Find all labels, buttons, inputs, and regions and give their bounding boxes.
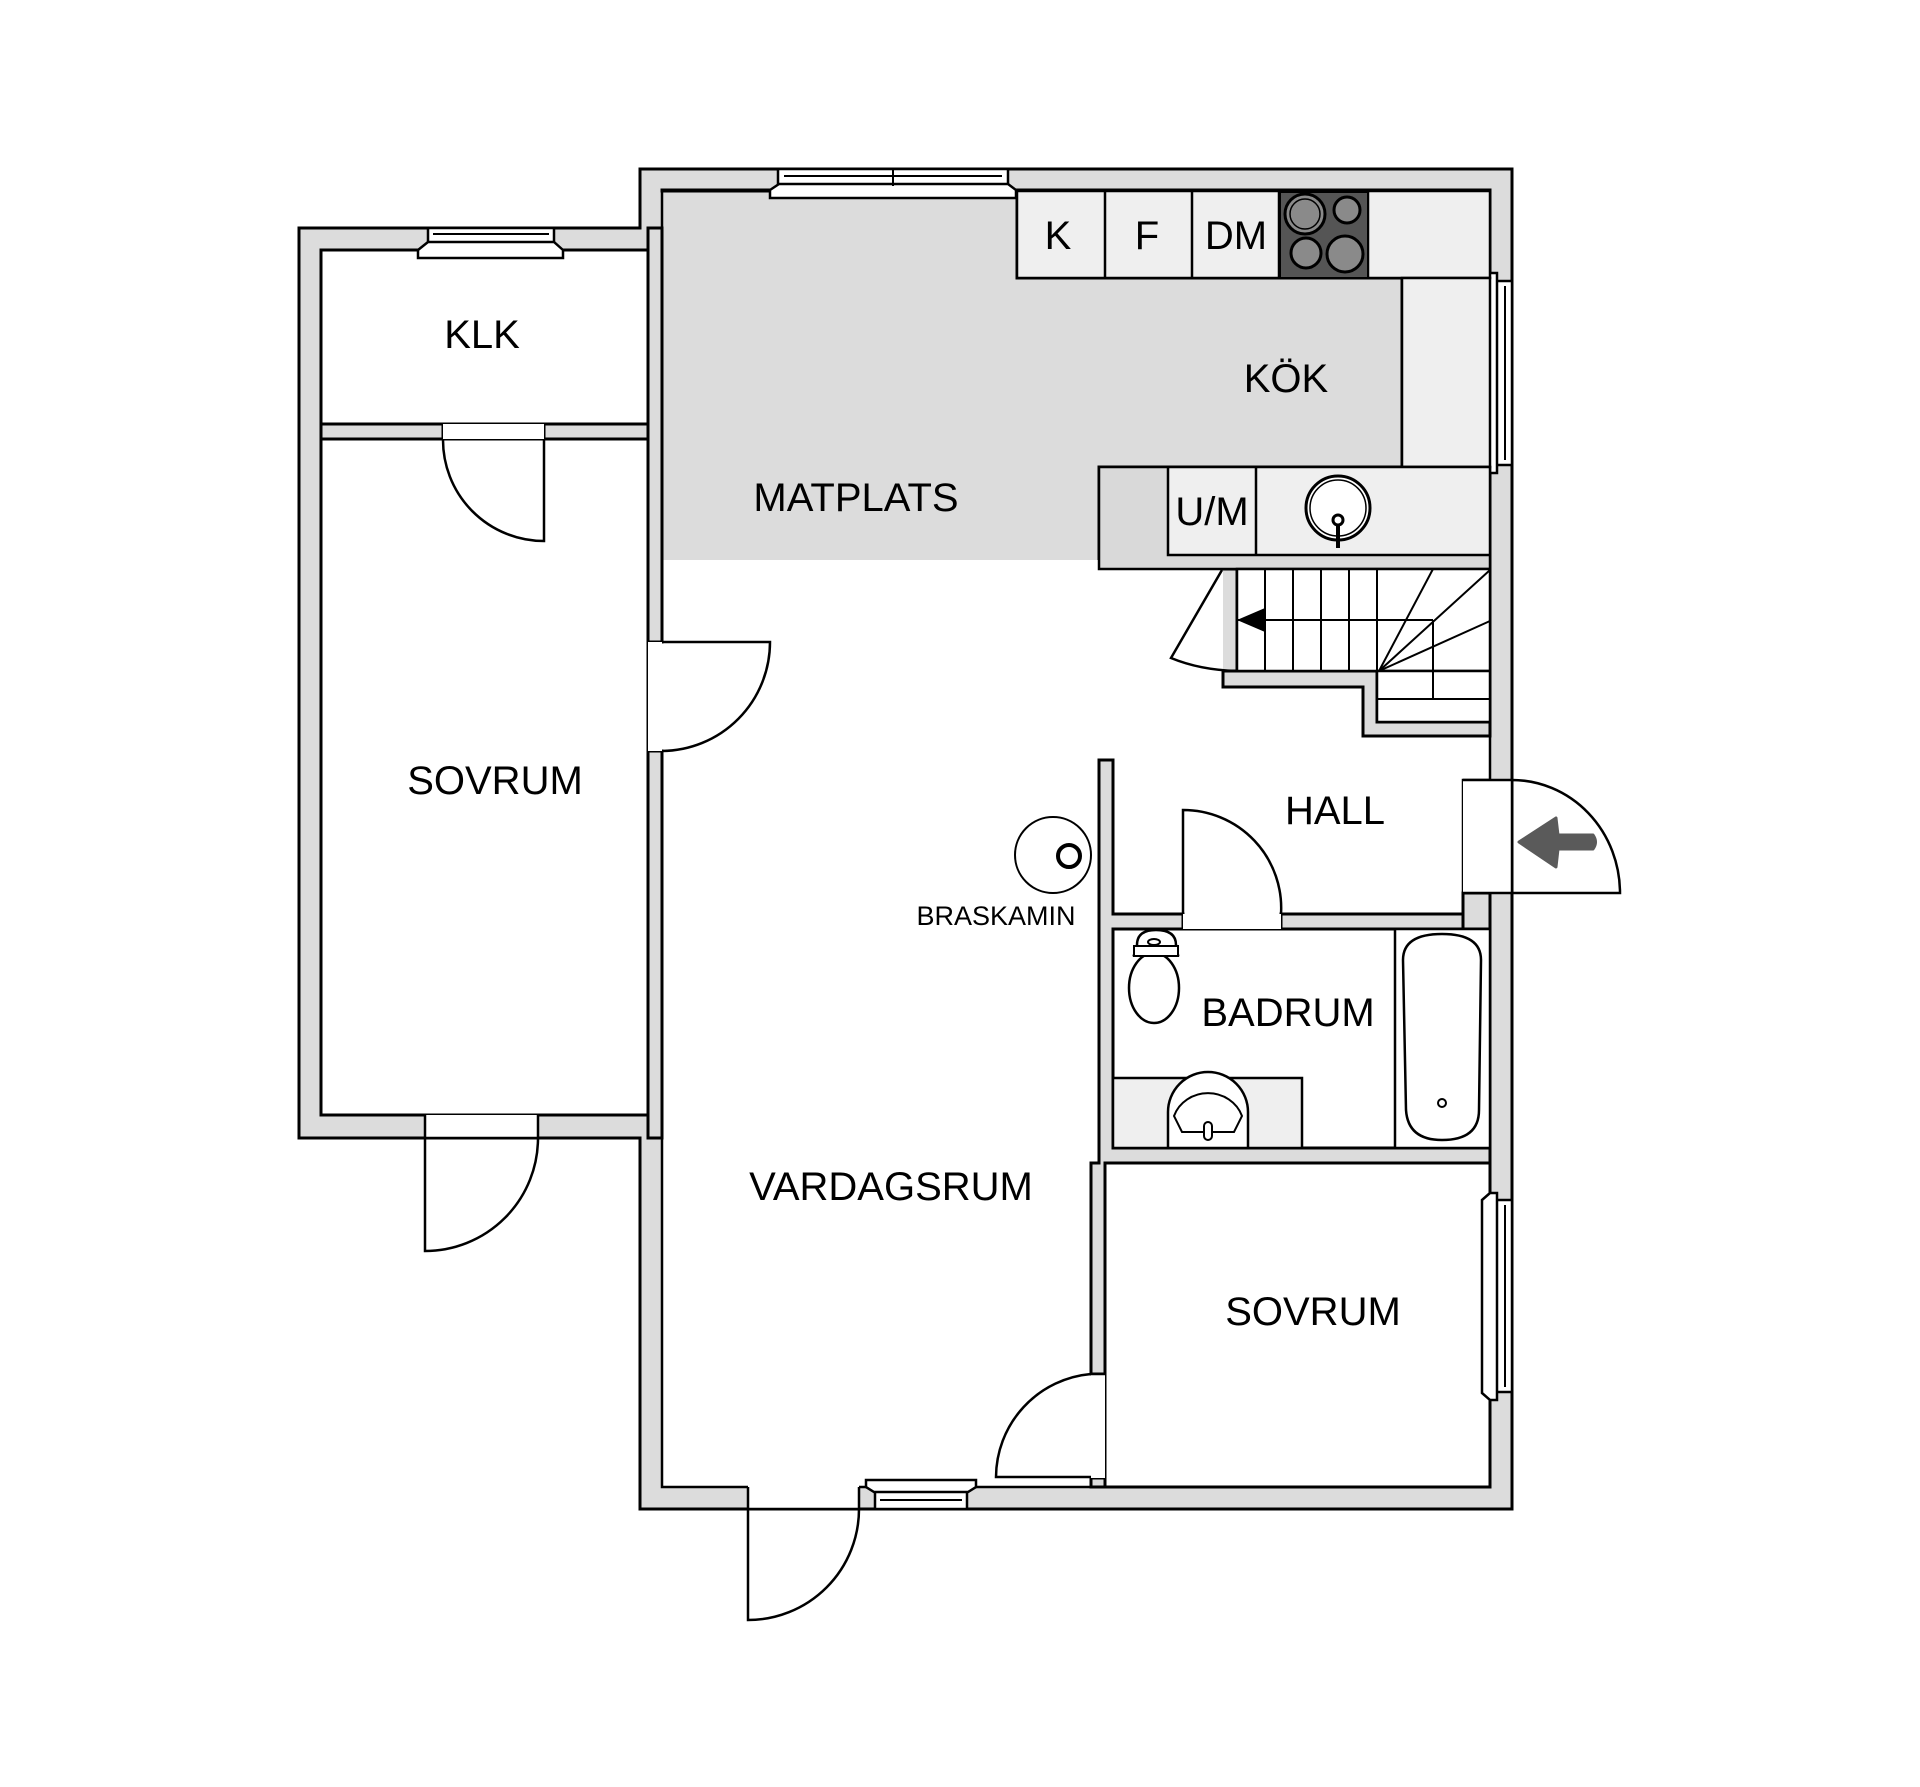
- bath-top-wall: [1279, 912, 1465, 931]
- left-wing-wall-b: [646, 749, 664, 1140]
- room-label-sovrum-right: SOVRUM: [1225, 1290, 1401, 1334]
- room-label-vardagsrum: VARDAGSRUM: [749, 1165, 1033, 1209]
- kitchen-island-counter: [1097, 465, 1492, 571]
- window-matplats: [768, 167, 1018, 200]
- klk-sovrum-wall-a: [319, 422, 445, 441]
- sink-icon: [1304, 474, 1372, 548]
- staircase: [1169, 567, 1492, 724]
- window-klk: [416, 226, 565, 260]
- stove-icon: [1279, 191, 1369, 279]
- room-label-hall: HALL: [1285, 789, 1385, 833]
- entrance-arrow-icon: [1517, 816, 1597, 869]
- room-hall: [1099, 560, 1490, 914]
- stair-direction-arrow-icon: [1237, 608, 1265, 632]
- door-entrance[interactable]: [1463, 778, 1622, 895]
- room-label-badrum: BADRUM: [1201, 991, 1374, 1035]
- window-vardagsrum: [864, 1478, 978, 1511]
- room-sovrum-right: [1103, 1161, 1492, 1489]
- bathtub-icon: [1393, 927, 1492, 1150]
- room-label-klk: KLK: [444, 313, 520, 357]
- fireplace-icon: [1014, 816, 1092, 894]
- fireplace-label: BRASKAMIN: [916, 901, 1075, 931]
- left-wing-wall-a: [646, 226, 664, 644]
- room-lower-living: [662, 560, 1099, 1487]
- partition-wall-bottom: [1089, 1476, 1107, 1489]
- klk-sovrum-wall-b: [542, 422, 650, 441]
- toilet-icon: [1127, 928, 1181, 1025]
- door-vardagsrum-exterior[interactable]: [746, 1487, 861, 1622]
- door-sovrum-left-exterior[interactable]: [423, 1115, 540, 1253]
- door-klk[interactable]: [441, 424, 546, 543]
- appliance-label-fridge: K: [1045, 214, 1072, 258]
- room-label-kok: KÖK: [1244, 357, 1329, 401]
- bath-right-wall-piece: [1461, 891, 1492, 931]
- door-sovrum-right[interactable]: [994, 1372, 1105, 1479]
- door-badrum[interactable]: [1181, 808, 1283, 929]
- appliance-label-oven-microwave: U/M: [1175, 490, 1248, 534]
- door-sovrum-left[interactable]: [648, 640, 772, 753]
- bathroom-sink-icon: [1166, 1070, 1250, 1150]
- window-sovrum-right: [1480, 1191, 1514, 1402]
- room-label-sovrum-left: SOVRUM: [407, 759, 583, 803]
- room-klk: [319, 248, 650, 426]
- room-label-matplats: MATPLATS: [753, 476, 958, 520]
- appliance-label-dishwasher: DM: [1205, 214, 1267, 258]
- appliance-label-freezer: F: [1135, 214, 1159, 258]
